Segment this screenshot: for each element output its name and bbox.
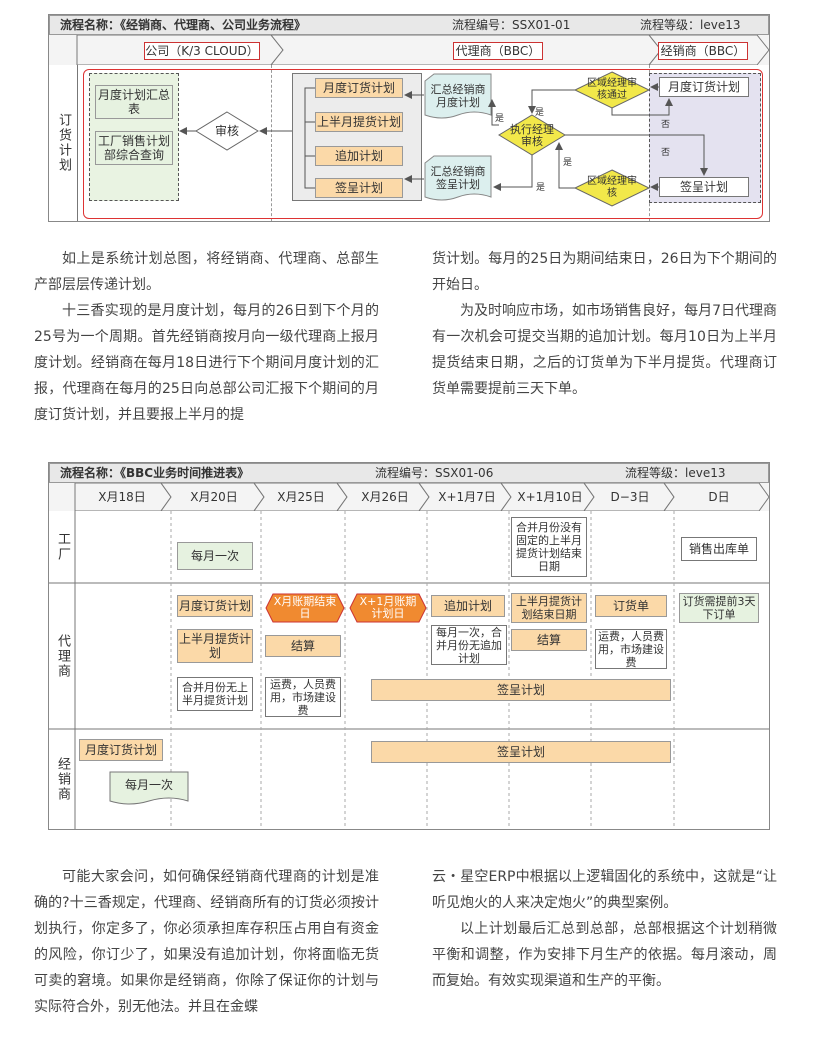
flow2-a-fees2: 运费，人员费用，市场建设费 bbox=[595, 629, 667, 669]
flow1-monthly-order: 月度订货计划 bbox=[315, 78, 403, 98]
flow1-phase-agent: 代理商（BBC） bbox=[453, 42, 543, 60]
flow1-col-sep bbox=[271, 65, 272, 221]
flow2-lane-dealer: 经销商 bbox=[49, 729, 75, 829]
flow2-lane-agent-text: 代理商 bbox=[55, 633, 70, 679]
flow2-col-7: D日 bbox=[708, 489, 730, 504]
flow2-a-add: 追加计划 bbox=[431, 595, 505, 617]
flow1-connectors bbox=[179, 71, 708, 207]
flow1-code: 流程编号：SSX01-01 bbox=[452, 18, 571, 32]
text2-left: 可能大家会问，如何确保经销商代理商的计划是准确的?十三香规定，代理商、经销商所有… bbox=[34, 864, 379, 1020]
flow2-col-2: X月25日 bbox=[277, 489, 325, 504]
text1-right-p1: 货计划。每月的25日为期间结束日，26日为下个期间的开始日。 bbox=[432, 251, 777, 293]
flow1-label-no2: 否 bbox=[661, 148, 671, 158]
flow1-half-month: 上半月提货计划 bbox=[315, 112, 403, 132]
flow1-sign-plan: 签呈计划 bbox=[315, 178, 403, 198]
flow2-a-half: 上半月提货计划 bbox=[177, 629, 253, 663]
flow2-a-settle: 结算 bbox=[265, 635, 341, 657]
flow2-lane-factory: 工厂 bbox=[49, 511, 75, 583]
flow2-lane-agent: 代理商 bbox=[49, 583, 75, 729]
text2-right: 云・星空ERP中根据以上逻辑固化的系统中，这就是“让听见炮火的人来决定炮火”的典… bbox=[432, 864, 777, 994]
flow1-label-yes4: 是 bbox=[536, 183, 546, 193]
flow1-lane-text: 订货计划 bbox=[56, 113, 71, 173]
flow1-phase-company: 公司（K/3 CLOUD） bbox=[144, 42, 260, 60]
flow1-review: 审核 bbox=[214, 124, 239, 138]
flow2-a-merge-none: 合并月份无上半月提货计划 bbox=[177, 677, 253, 711]
flow2-a-fees: 运费，人员费用，市场建设费 bbox=[265, 677, 341, 717]
flow2-a-x1-begin-shape bbox=[349, 593, 427, 623]
flow2-lane-dealer-text: 经销商 bbox=[55, 756, 70, 802]
flow1-monthly-summary: 月度计划汇总表 bbox=[95, 85, 173, 119]
flow2-a-order3: 订货需提前3天下订单 bbox=[679, 593, 759, 623]
flow2-col-6: D−3日 bbox=[610, 489, 650, 504]
flow2-f-merge-fixed: 合并月份没有固定的上半月提货计划结束日期 bbox=[511, 517, 587, 577]
flow1-dealer-sign2: 签呈计划 bbox=[659, 177, 749, 197]
flow2-col-0: X月18日 bbox=[98, 489, 146, 504]
flow1-doc-dealer-sign bbox=[424, 155, 492, 201]
flow2-a-half-end: 上半月提货计划结束日期 bbox=[511, 593, 587, 623]
flow1-title: 流程名称：《经销商、代理商、公司业务流程》 bbox=[60, 18, 307, 32]
flow2-header: 流程名称：《BBC业务时间推进表》 流程编号：SSX01-06 流程等级：lev… bbox=[49, 463, 769, 483]
flow1-diagram: 流程名称：《经销商、代理商、公司业务流程》 流程编号：SSX01-01 流程等级… bbox=[48, 14, 770, 222]
flow2-a-order: 订货单 bbox=[595, 595, 667, 617]
flow1-phase-dealer: 经销商（BBC） bbox=[658, 42, 748, 60]
flow1-label-yes1: 是 bbox=[535, 108, 545, 118]
flow2-diagram: 流程名称：《BBC业务时间推进表》 流程编号：SSX01-06 流程等级：lev… bbox=[48, 462, 770, 830]
flow1-label-no1: 否 bbox=[661, 120, 671, 130]
flow2-col-3: X月26日 bbox=[361, 489, 409, 504]
flow1-lane-label: 订货计划 bbox=[49, 65, 77, 221]
flow1-exec-review: 执行经理审核 bbox=[510, 123, 554, 148]
flow2-a-monthly-once-add: 每月一次，合并月份无追加计划 bbox=[431, 625, 507, 665]
flow1-dealer-summary-text: 汇总经销商月度计划 bbox=[430, 83, 486, 109]
flow1-level: 流程等级：leve13 bbox=[640, 18, 741, 32]
flow1-lane-divider bbox=[77, 65, 78, 221]
flow1-label-yes2: 是 bbox=[495, 114, 505, 124]
flow1-label-yes3: 是 bbox=[563, 158, 573, 168]
flow1-header: 流程名称：《经销商、代理商、公司业务流程》 流程编号：SSX01-01 流程等级… bbox=[49, 15, 769, 35]
flow1-regional-pass: 区域经理审核通过 bbox=[587, 78, 637, 101]
flow2-col-4: X+1月7日 bbox=[438, 489, 496, 504]
flow2-level: 流程等级：leve13 bbox=[625, 466, 726, 480]
flow1-dealer-monthly: 月度订货计划 bbox=[659, 77, 749, 97]
flow2-columns-row bbox=[49, 483, 769, 511]
flow2-lane-factory-text: 工厂 bbox=[55, 532, 70, 562]
flow1-red-region bbox=[83, 69, 763, 219]
flow2-a-settle2: 结算 bbox=[511, 629, 587, 651]
flow1-dealer-sign-text: 汇总经销商签呈计划 bbox=[430, 165, 486, 191]
text2-left-p1: 可能大家会问，如何确保经销商代理商的计划是准确的?十三香规定，代理商、经销商所有… bbox=[34, 869, 379, 1015]
text1-left-p1: 如上是系统计划总图，将经销商、代理商、总部生产部层层传递计划。 bbox=[34, 251, 379, 293]
flow2-d-monthly-once: 每月一次 bbox=[124, 778, 173, 792]
flow2-a-x-close-shape bbox=[265, 593, 345, 623]
text2-right-p2: 以上计划最后汇总到总部，总部根据这个计划稍微平衡和调整，作为安排下月生产的依据。… bbox=[432, 921, 777, 989]
text2-right-p1: 云・星空ERP中根据以上逻辑固化的系统中，这就是“让听见炮火的人来决定炮火”的典… bbox=[432, 869, 777, 911]
flow2-d-monthly-once-shape bbox=[109, 771, 189, 805]
flow2-title: 流程名称：《BBC业务时间推进表》 bbox=[60, 466, 250, 480]
flow2-f-monthly-once: 每月一次 bbox=[177, 542, 253, 570]
flow1-doc-dealer-summary bbox=[424, 73, 492, 119]
flow2-code: 流程编号：SSX01-06 bbox=[375, 466, 494, 480]
text1-right-p2: 为及时响应市场，如市场销售良好，每月7日代理商有一次机会可提交当期的追加计划。每… bbox=[432, 303, 777, 397]
text1-left-p2: 十三香实现的是月度计划，每月的26日到下个月的25号为一个周期。首先经销商按月向… bbox=[34, 303, 379, 423]
flow2-d-monthly-order: 月度订货计划 bbox=[79, 739, 163, 761]
flow2-a-x-close: X月账期结束日 bbox=[273, 595, 337, 620]
flow1-add-plan: 追加计划 bbox=[315, 146, 403, 166]
flow2-a-sign: 签呈计划 bbox=[371, 679, 671, 701]
flow2-f-sales-out: 销售出库单 bbox=[681, 537, 757, 561]
flow2-col-1: X月20日 bbox=[190, 489, 238, 504]
flow1-factory-query: 工厂销售计划部综合查询 bbox=[95, 131, 173, 165]
flow2-d-sign: 签呈计划 bbox=[371, 741, 671, 763]
flow2-col-5: X+1月10日 bbox=[517, 489, 583, 504]
flow1-regional-review: 区域经理审核 bbox=[587, 176, 637, 199]
flow2-a-x1-begin: X+1月账期计划日 bbox=[359, 595, 417, 620]
flow2-a-monthly-order: 月度订货计划 bbox=[177, 595, 253, 617]
text1-left: 如上是系统计划总图，将经销商、代理商、总部生产部层层传递计划。 十三香实现的是月… bbox=[34, 246, 379, 428]
text1-right: 货计划。每月的25日为期间结束日，26日为下个期间的开始日。 为及时响应市场，如… bbox=[432, 246, 777, 402]
